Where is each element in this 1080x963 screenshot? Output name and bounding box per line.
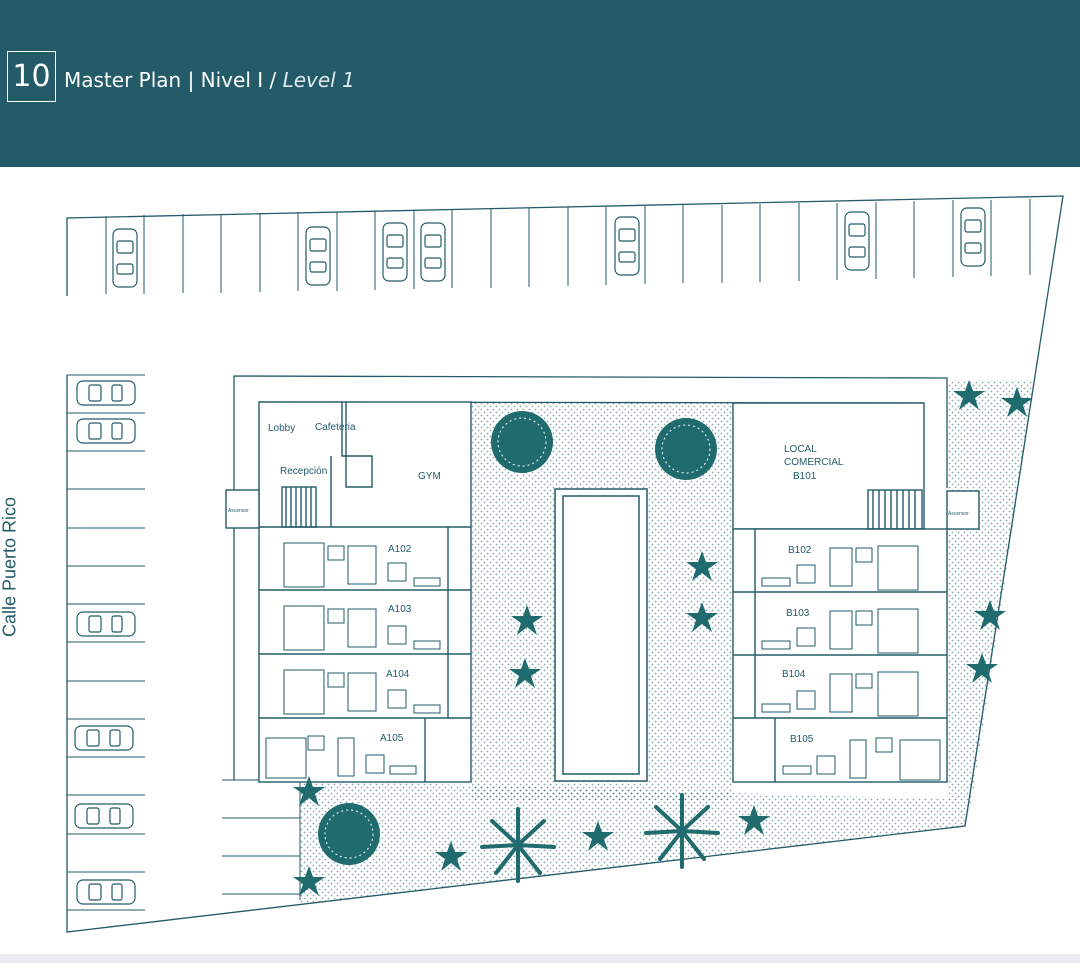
label-cafeteria: Cafeteria (315, 422, 356, 433)
palm-icon (480, 807, 556, 883)
label-unit: B102 (788, 545, 812, 556)
car-icon (382, 222, 408, 282)
label-unit: A103 (388, 604, 412, 615)
shrub-icon (582, 821, 614, 851)
shrub-icon (293, 866, 325, 896)
page-title: Master Plan | Nivel I / Level 1 (64, 66, 355, 94)
label-unit: A105 (380, 733, 404, 744)
shrub-icon (509, 658, 541, 688)
title-spanish: Master Plan | Nivel I / (64, 68, 283, 92)
bottom-divider (0, 954, 1080, 963)
shrub-icon (686, 551, 718, 581)
label-unit: A102 (388, 544, 412, 555)
lower-left-stalls (222, 779, 301, 900)
car-icon (844, 211, 870, 271)
label-local: LOCAL (784, 444, 817, 455)
label-unit: B104 (782, 669, 806, 680)
left-parking (67, 374, 145, 911)
label-unit: B101 (793, 471, 817, 482)
label-unit: A104 (386, 669, 410, 680)
tower-a-furniture (265, 542, 441, 779)
tree-icon (318, 803, 380, 865)
top-parking (105, 199, 1031, 294)
label-elevator-a: Ascensor (228, 508, 249, 514)
shrub-icon (966, 653, 998, 683)
shrub-icon (738, 805, 770, 835)
shrub-icon (511, 605, 543, 635)
label-comercial: COMERCIAL (784, 457, 844, 468)
pool (554, 488, 648, 782)
car-icon (76, 611, 136, 637)
car-icon (614, 216, 640, 276)
tree-icon (655, 418, 717, 480)
label-gym: GYM (418, 471, 441, 482)
label-elevator-b: Ascensor (948, 511, 969, 517)
label-lobby: Lobby (268, 423, 295, 434)
shrub-icon (974, 600, 1006, 630)
shrub-icon (1001, 387, 1033, 417)
car-icon (74, 803, 134, 829)
car-icon (76, 879, 136, 905)
car-icon (76, 380, 136, 406)
page-number: 10 (7, 51, 56, 102)
tower-a (225, 401, 472, 783)
car-icon (305, 226, 331, 286)
tower-b-furniture (761, 545, 941, 781)
shrub-icon (435, 841, 467, 871)
car-icon (112, 228, 138, 288)
car-icon (960, 207, 986, 267)
car-icon (74, 725, 134, 751)
palm-icon (644, 793, 720, 869)
label-unit: B103 (786, 608, 810, 619)
page-header: 10 Master Plan | Nivel I / Level 1 (0, 0, 1080, 167)
car-icon (420, 222, 446, 282)
shrub-icon (686, 602, 718, 632)
title-english: Level 1 (282, 68, 355, 92)
street-label: Calle Puerto Rico (0, 496, 20, 638)
shrub-icon (293, 776, 325, 806)
label-reception: Recepción (280, 466, 327, 477)
tower-b (732, 402, 980, 783)
tree-icon (491, 411, 553, 473)
master-plan-drawing: Lobby Cafeteria Recepción GYM Ascensor A… (0, 167, 1080, 954)
label-unit: B105 (790, 734, 814, 745)
shrub-icon (953, 380, 985, 410)
car-icon (76, 418, 136, 444)
